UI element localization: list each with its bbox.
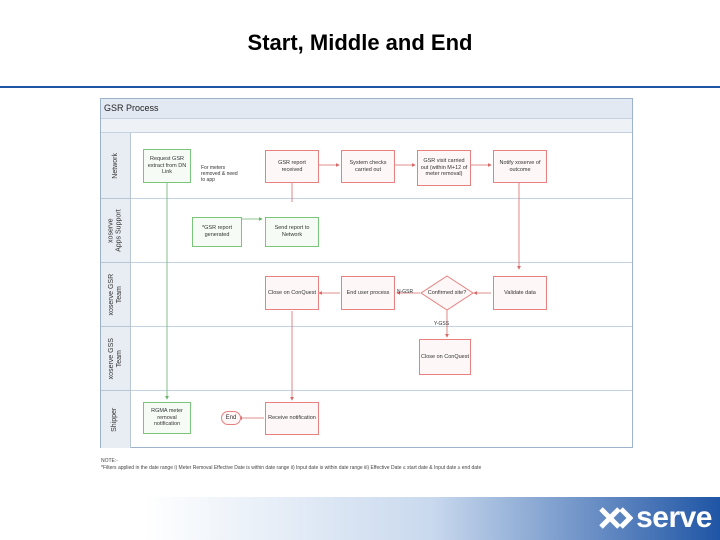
- node-gsr-report-received: GSR report received: [265, 150, 319, 183]
- label-n-gsr: N-GSR: [397, 289, 414, 295]
- node-validate-data: Validate data: [493, 276, 547, 310]
- node-end-user-process: End user process: [341, 276, 395, 310]
- notes-heading: NOTE:-: [101, 458, 118, 464]
- node-gsr-visit: GSR visit carried out (within M+12 of me…: [417, 150, 471, 186]
- node-send-report: Send report to Network: [265, 217, 319, 247]
- node-end: End: [221, 411, 241, 425]
- notes-block: NOTE:- *Filters applied in the date rang…: [101, 458, 621, 472]
- xoserve-logo: serve: [599, 503, 712, 533]
- node-system-checks: System checks carried out: [341, 150, 395, 183]
- lane-gsr-team: [131, 263, 632, 327]
- node-request-gsr: Request GSR extract from DN Link: [143, 149, 191, 183]
- xoserve-logo-text: serve: [636, 501, 712, 534]
- lane-label-gsr-team: xoserve GSR Team: [101, 263, 131, 327]
- lane-label-gss-team: xoserve GSS Team: [101, 327, 131, 391]
- diagram-subheader: [101, 119, 632, 133]
- node-notify-xoserve: Notify xoserve of outcome: [493, 150, 547, 183]
- lane-label-apps-support: xoserve Apps Support: [101, 199, 131, 263]
- decision-confirmed-site: Confirmed site?: [420, 275, 474, 311]
- node-rgma-removal: RGMA meter removal notification: [143, 402, 191, 434]
- xoserve-logo-mark: [599, 507, 634, 529]
- slide-title: Start, Middle and End: [247, 30, 473, 55]
- node-gsr-report-generated: *GSR report generated: [192, 217, 242, 247]
- footer-band: [0, 497, 720, 540]
- label-y-gss: Y-GSS: [434, 321, 450, 327]
- gsr-process-diagram: GSR Process Network xoserve Apps Support…: [100, 98, 633, 448]
- lane-label-network: Network: [101, 133, 131, 199]
- node-close-conquest-1: Close on ConQuest: [265, 276, 319, 310]
- lane-gss-team: [131, 327, 632, 391]
- note-meters-removed: For meters removed & need to app: [201, 165, 238, 183]
- lane-apps-support: [131, 199, 632, 263]
- node-receive-notification: Receive notification: [265, 402, 319, 435]
- lane-label-shipper: Shipper: [101, 391, 131, 448]
- lane-network: [131, 133, 632, 199]
- title-rule: [0, 86, 720, 88]
- node-close-conquest-2: Close on ConQuest: [419, 339, 471, 375]
- notes-text: *Filters applied in the date range i) Me…: [101, 465, 482, 471]
- diagram-header: GSR Process: [101, 99, 632, 119]
